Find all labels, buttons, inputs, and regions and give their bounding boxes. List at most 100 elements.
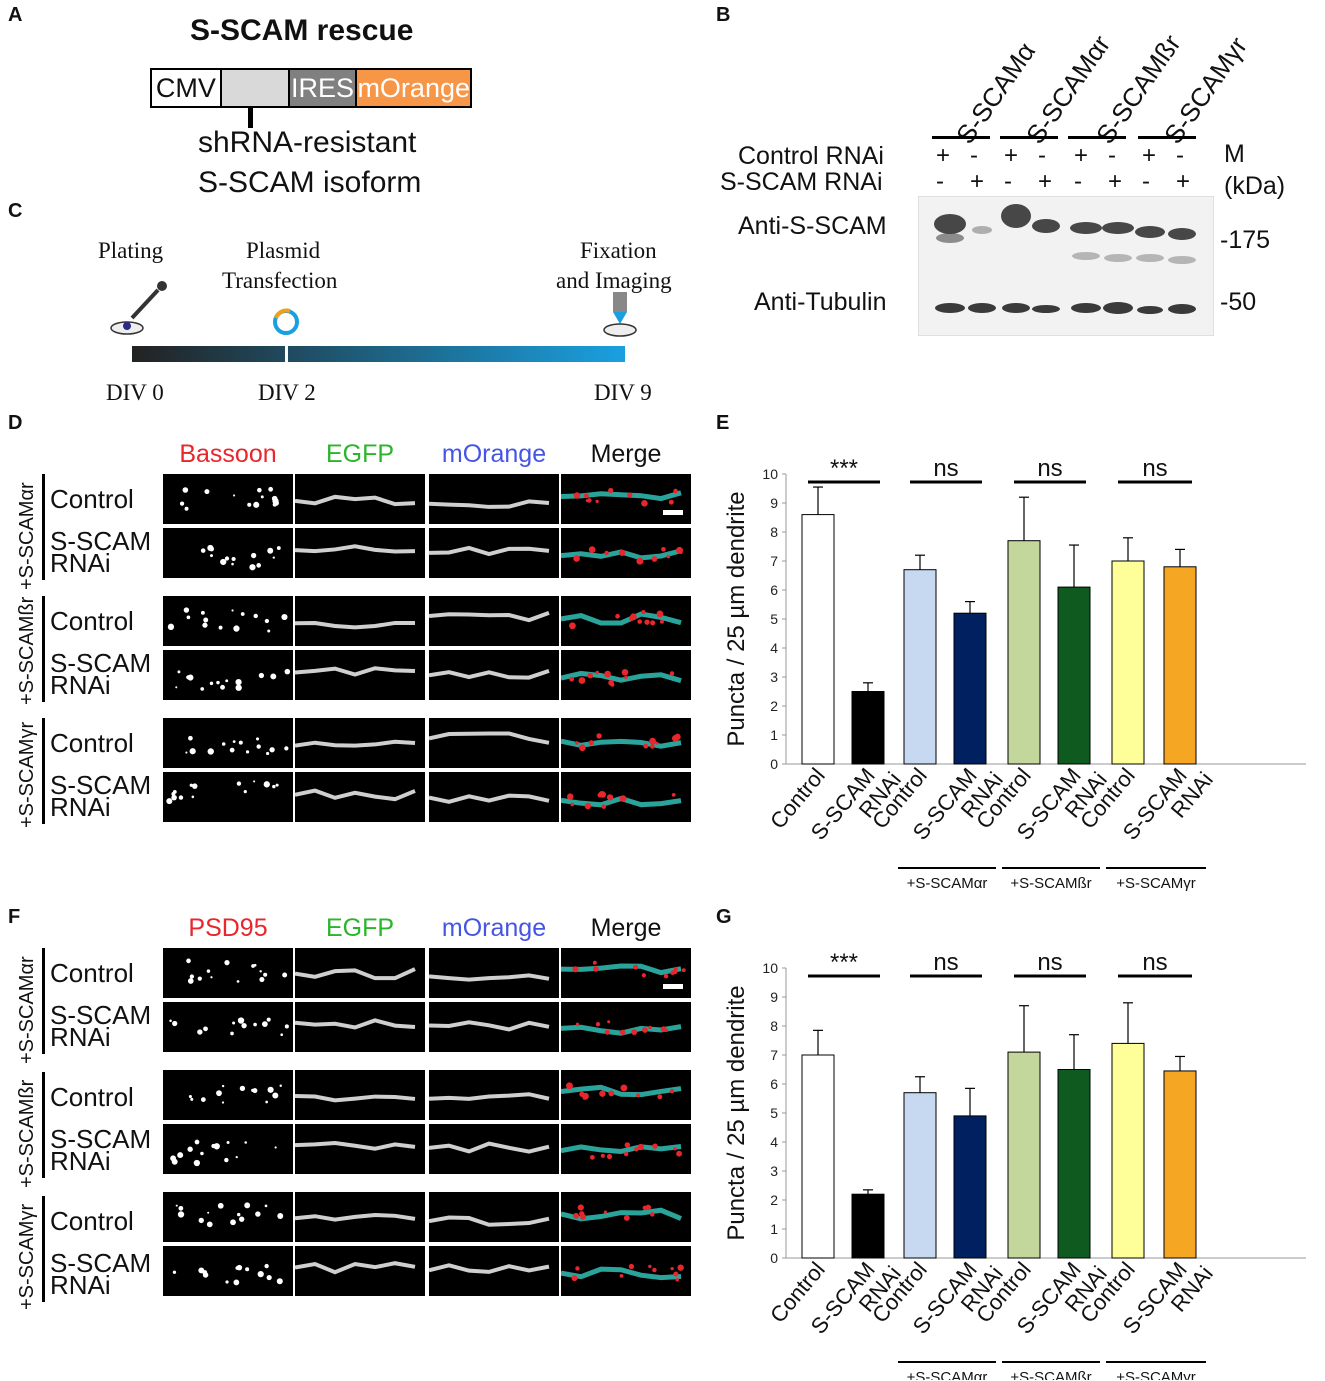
row-label-control: Control [50,1206,134,1236]
group-label: +S-SCAMγr [1116,1369,1196,1380]
y-tick-label: 8 [770,1018,778,1034]
step-transfection: Transfection [222,268,338,293]
micrograph-tile [561,528,691,578]
micrograph-tile [561,474,691,524]
channel-label-bassoon: Bassoon [179,440,277,468]
row-label-rnai-2: RNAi [50,1146,111,1176]
micrograph-tile [295,1070,425,1120]
step-fixation: Fixation [580,238,657,263]
sign: - [1176,142,1184,169]
row-label-rnai-2: RNAi [50,792,111,822]
day-9: DIV 9 [594,380,652,405]
y-tick-label: 7 [770,553,778,569]
channel-label-egfp: EGFP [325,440,395,468]
channel-label-egfp: EGFP [325,914,395,942]
bar [953,1115,987,1259]
significance-label: *** [830,455,858,482]
micrograph-tile [429,1192,559,1242]
micrograph-tile [429,596,559,646]
y-tick-label: 6 [770,582,778,598]
bar [1111,560,1145,765]
y-tick-label: 5 [770,1105,778,1121]
bar [1057,586,1091,765]
sign-row-2: - + - + - + - + [936,168,1196,195]
micrograph-tile [429,772,559,822]
day-2: DIV 2 [258,380,316,405]
lane-bar-2 [1000,136,1058,139]
panel-label-g: G [716,906,732,928]
sign: + [1004,142,1019,169]
micrograph-tile [295,1246,425,1296]
control-rnai-label: Control RNAi [738,142,884,170]
group-label: +S-SCAMαr [907,875,988,892]
scale-bar [663,984,683,989]
micrograph-tile [561,1124,691,1174]
group-label-alpha: +S-SCAMαr [16,482,38,590]
row-label-rnai-2: RNAi [50,670,111,700]
group-label: +S-SCAMßr [1010,1369,1091,1380]
sign-row-1: + - + - + - + - [936,142,1196,169]
micrograph-tile [429,1002,559,1052]
micrograph-tile [429,718,559,768]
day-0: DIV 0 [106,380,164,405]
y-tick-label: 0 [770,1250,778,1266]
construct-title: S-SCAM rescue [190,14,414,47]
micrograph-tile [429,474,559,524]
micrograph-tile [295,1124,425,1174]
sign: + [1074,142,1089,169]
y-axis-label: Puncta / 25 µm dendrite [723,491,750,746]
lane-bar-1 [932,136,990,139]
group-label-beta: +S-SCAMßr [16,596,38,705]
row-label-rnai-1: S-SCAM [50,1248,152,1278]
row-label-rnai-2: RNAi [50,1270,111,1300]
panel-label-a: A [8,4,23,26]
bar [1007,1051,1041,1259]
y-tick-label: 2 [770,1192,778,1208]
group-label-alpha: +S-SCAMαr [16,956,38,1064]
micrograph-tile [429,948,559,998]
group-bracket [42,718,45,824]
sign: + [1108,168,1123,195]
bar [903,1092,937,1259]
micrograph-tile [429,528,559,578]
sign: + [1038,168,1053,195]
panel-label-c: C [8,200,23,222]
y-axis-label: Puncta / 25 µm dendrite [723,985,750,1240]
channel-label-psd95: PSD95 [188,914,268,942]
significance-label: ns [933,455,958,482]
y-tick-label: 1 [770,727,778,743]
y-tick-label: 4 [770,640,778,656]
y-tick-label: 1 [770,1221,778,1237]
petri-dish-icon [110,321,144,335]
y-tick-label: 3 [770,669,778,685]
micrograph-tile [163,1070,293,1120]
significance-label: ns [1142,455,1167,482]
sign: + [1142,142,1157,169]
y-tick-label: 0 [770,756,778,772]
lane-bar-4 [1138,136,1196,139]
channel-label-merge: Merge [590,440,662,468]
group-label-gamma: +S-SCAMγr [16,1203,38,1310]
row-label-control: Control [50,958,134,988]
micrograph-tile [163,1124,293,1174]
segment-morange: mOrange [357,70,470,106]
group-bracket [42,1072,45,1178]
row-label-control: Control [50,728,134,758]
channel-label-merge: Merge [590,914,662,942]
micrograph-tile [561,948,691,998]
micrograph-tile [163,718,293,768]
construct-diagram: CMV IRES mOrange [150,68,472,108]
marker-50: -50 [1220,288,1257,316]
micrograph-tile [295,1002,425,1052]
micrograph-tile [561,650,691,700]
plasmid-icon [273,308,299,335]
western-blot [918,196,1214,336]
channel-label-morange: mOrange [441,914,547,942]
row-label-control: Control [50,606,134,636]
construct-caption-1: shRNA-resistant [198,126,417,159]
kda-label: (kDa) [1224,172,1286,200]
bar [1163,566,1197,765]
bar [953,612,987,765]
